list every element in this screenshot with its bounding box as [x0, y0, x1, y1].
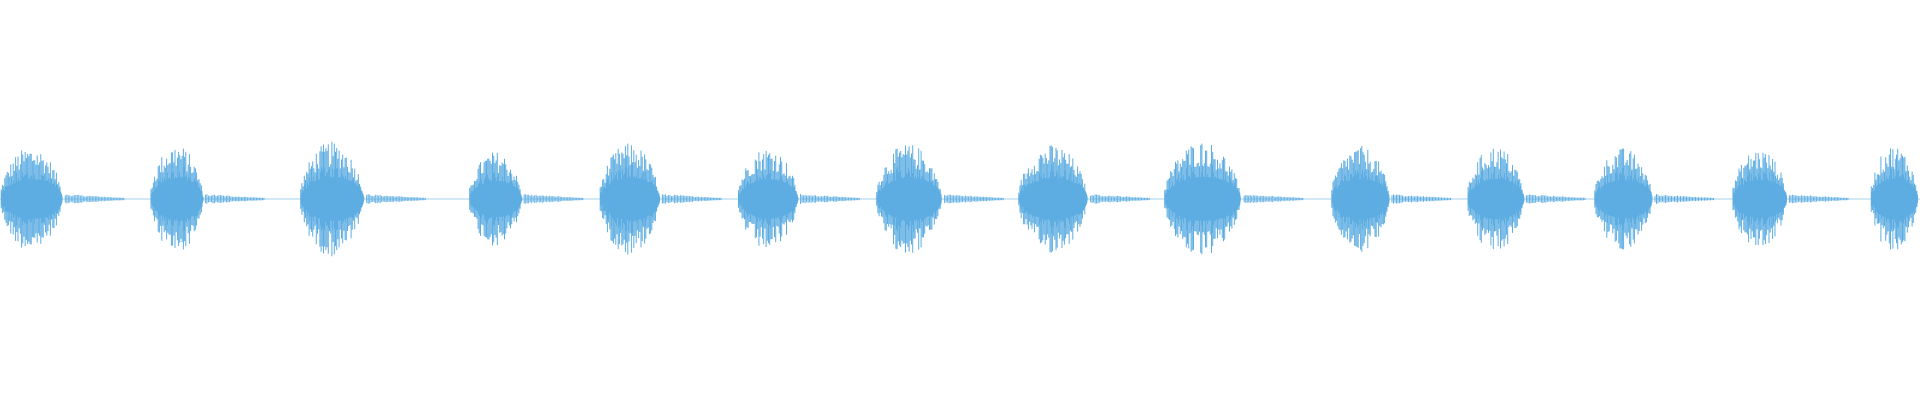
waveform-burst-tail [64, 194, 125, 204]
waveform-burst [469, 152, 584, 246]
waveform-burst-core [878, 178, 942, 220]
waveform-burst-core [1469, 178, 1524, 220]
waveform-burst-tail [1654, 194, 1714, 204]
waveform-burst-tail [1391, 194, 1451, 204]
waveform-burst-tail [1788, 194, 1849, 204]
waveform-bursts [0, 141, 1918, 257]
waveform-burst-tail [944, 194, 1004, 204]
waveform-burst-tail [1243, 195, 1304, 203]
waveform-burst-core [601, 177, 660, 221]
waveform-burst-core [1872, 178, 1918, 220]
waveform-burst-core [1596, 179, 1653, 219]
waveform-burst [1331, 146, 1451, 252]
waveform-burst-core [470, 180, 522, 218]
waveform-burst-tail [800, 194, 860, 204]
waveform-burst [1594, 148, 1714, 250]
waveform-burst-core [1333, 178, 1390, 220]
waveform-burst [599, 143, 722, 255]
waveform-burst-tail [204, 194, 265, 204]
waveform-burst-core [739, 179, 799, 219]
waveform-burst [876, 145, 1004, 253]
waveform-burst [1732, 152, 1849, 246]
waveform-burst-tail [661, 194, 722, 204]
waveform-burst-core [302, 177, 364, 221]
waveform-burst [150, 148, 265, 250]
waveform-burst [1164, 143, 1304, 255]
waveform-burst-core [152, 178, 204, 220]
waveform-burst-tail [1525, 194, 1586, 204]
waveform-burst [1467, 148, 1586, 250]
waveform-burst-core [1734, 179, 1788, 219]
waveform-burst [1870, 148, 1918, 250]
waveform-burst-core [1020, 178, 1088, 220]
waveform-burst-tail [1090, 194, 1150, 204]
waveform-burst-core [2, 179, 63, 219]
waveform-burst-tail [523, 194, 584, 204]
waveform-burst [738, 150, 860, 248]
waveform-burst-tail [366, 194, 426, 204]
waveform-burst [300, 141, 426, 257]
waveform-burst [1018, 145, 1150, 253]
waveform-burst [0, 150, 125, 248]
waveform-burst-core [1166, 176, 1241, 222]
